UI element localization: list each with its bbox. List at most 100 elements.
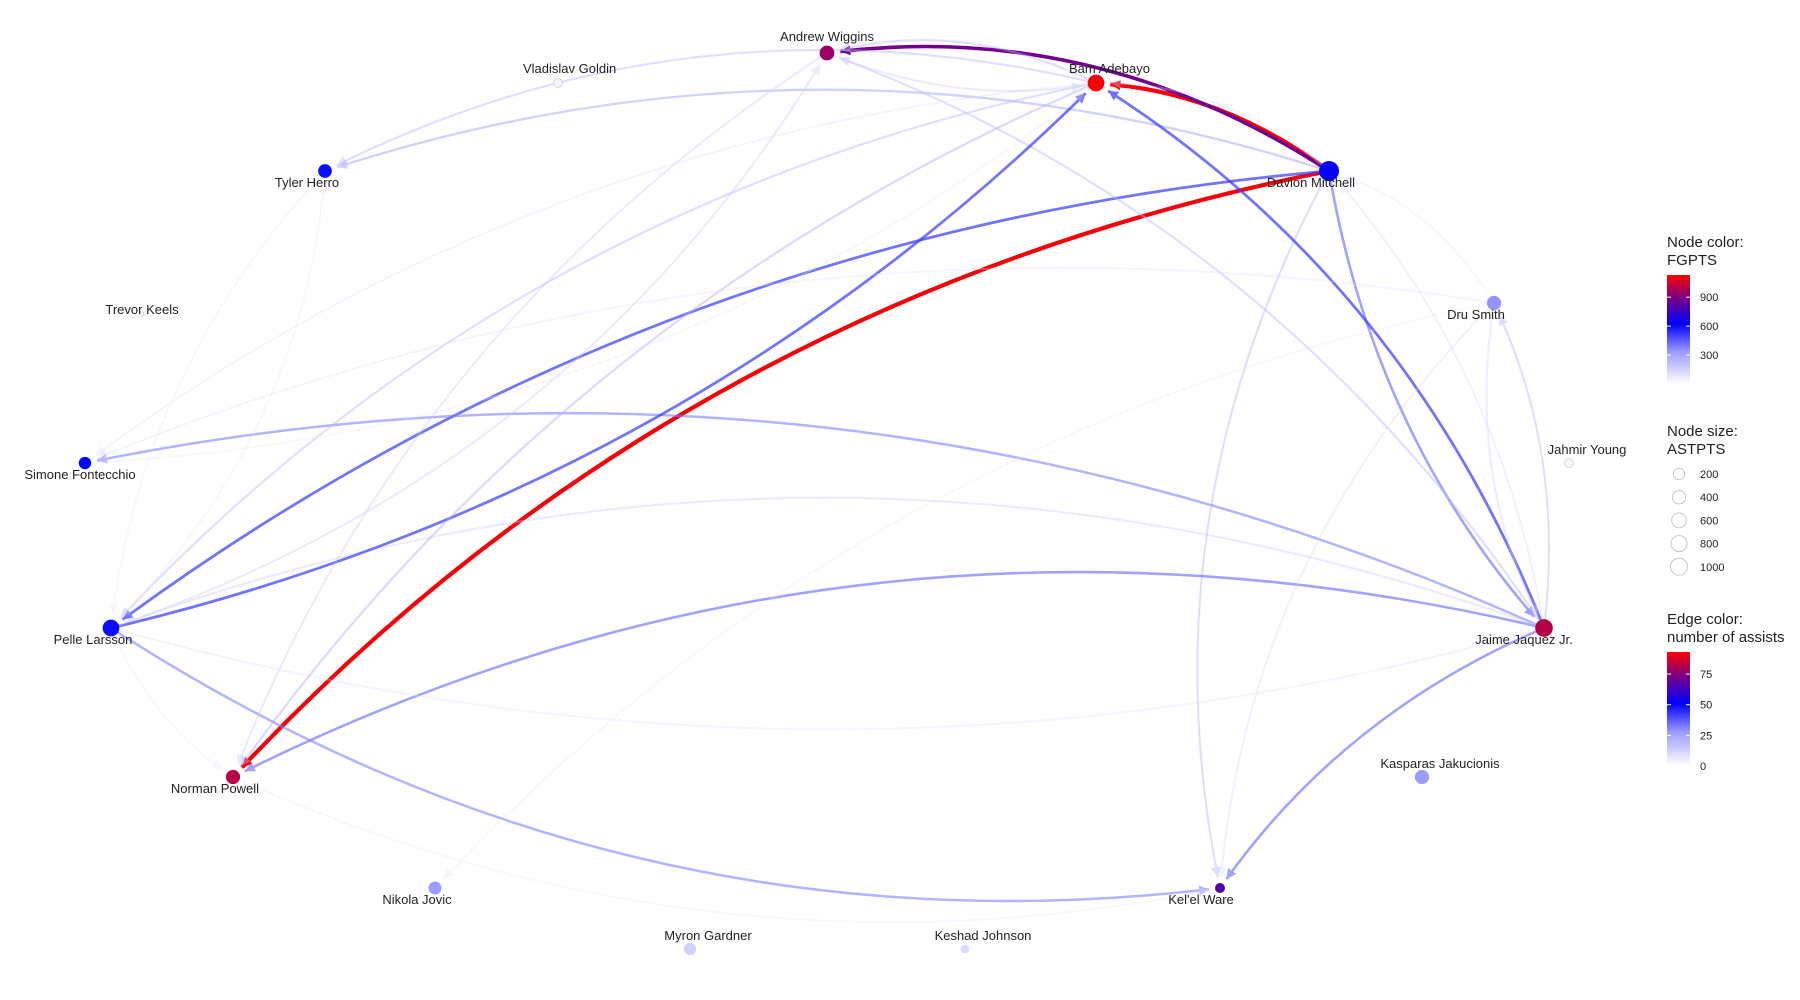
edge-line	[94, 82, 1097, 457]
edge-line	[826, 52, 1082, 92]
node-simone-fontecchio[interactable]	[78, 456, 92, 470]
edge-color-bar	[1667, 652, 1690, 766]
node-color-bar	[1667, 275, 1690, 384]
edge-line	[336, 88, 1330, 173]
edge-line	[839, 56, 1545, 629]
node-trevor-keels[interactable]	[139, 311, 145, 317]
edge-dru-smith-to-nikola-jovic	[442, 302, 1495, 880]
edges-layer	[84, 39, 1550, 924]
node-label-norman-powell: Norman Powell	[171, 781, 259, 796]
edge-norman-powell-to-kel-el-ware	[232, 776, 1210, 924]
edge-line	[839, 39, 1097, 84]
edge-davion-mitchell-to-andrew-wiggins	[840, 44, 1330, 173]
node-color-tick-label: 600	[1700, 321, 1718, 333]
node-size-tick-label: 1000	[1700, 562, 1724, 574]
edge-jaime-jaquez-jr-to-dru-smith	[1498, 314, 1550, 629]
edge-line	[110, 626, 1210, 903]
node-norman-powell[interactable]	[225, 769, 241, 785]
node-myron-gardner[interactable]	[683, 942, 697, 956]
node-kel-el-ware[interactable]	[1215, 883, 1225, 893]
node-color-tick-label: 900	[1700, 292, 1718, 304]
edge-bam-adebayo-to-norman-powell	[239, 81, 1097, 767]
edge-line	[442, 302, 1495, 880]
node-label-tyler-herro: Tyler Herro	[275, 175, 339, 190]
node-jahmir-young[interactable]	[1564, 458, 1574, 468]
node-label-andrew-wiggins: Andrew Wiggins	[780, 29, 874, 44]
node-label-davion-mitchell: Davion Mitchell	[1267, 175, 1355, 190]
edge-line	[121, 169, 1330, 621]
edge-arrowhead	[96, 453, 108, 464]
edge-line	[1225, 626, 1545, 880]
node-label-keshad-johnson: Keshad Johnson	[935, 928, 1032, 943]
edge-pelle-larsson-to-kel-el-ware	[110, 626, 1210, 903]
edge-arrowhead	[840, 42, 851, 53]
edge-bam-adebayo-to-simone-fontecchio	[94, 82, 1097, 457]
edge-davion-mitchell-to-kel-el-ware	[1196, 170, 1330, 878]
edge-bam-adebayo-to-pelle-larsson	[120, 81, 1097, 619]
edge-line	[110, 63, 821, 629]
node-davion-mitchell[interactable]	[1319, 161, 1339, 181]
edge-line	[120, 81, 1097, 619]
edge-arrowhead	[1216, 866, 1227, 878]
node-color-legend-title: Node color:	[1667, 234, 1744, 251]
edge-arrowhead	[443, 868, 455, 879]
edge-line	[84, 91, 1086, 464]
edge-color-legend-subtitle: number of assists	[1667, 629, 1785, 646]
edge-simone-fontecchio-to-bam-adebayo	[84, 91, 1086, 464]
node-kasparas-jakucionis[interactable]	[1414, 769, 1430, 785]
node-bam-adebayo[interactable]	[1087, 74, 1105, 92]
node-label-nikola-jovic: Nikola Jovic	[382, 892, 452, 907]
edge-dru-smith-to-davion-mitchell	[1343, 174, 1495, 304]
edge-arrowhead	[120, 606, 132, 618]
node-size-legend-title: Node size:	[1667, 423, 1738, 440]
edge-line	[1110, 82, 1331, 173]
edge-arrowhead	[244, 762, 256, 772]
edge-jaime-jaquez-jr-to-kel-el-ware	[1225, 626, 1545, 880]
edge-arrowhead	[1339, 183, 1350, 194]
edge-arrowhead	[1075, 93, 1086, 104]
node-tyler-herro[interactable]	[318, 164, 332, 178]
edge-line	[110, 183, 325, 629]
edge-arrowhead	[1344, 174, 1356, 185]
node-size-legend-subtitle: ASTPTS	[1667, 441, 1725, 458]
node-dru-smith[interactable]	[1486, 295, 1502, 311]
edge-jaime-jaquez-jr-to-bam-adebayo	[1107, 89, 1546, 629]
node-color-tick-label: 300	[1700, 350, 1718, 362]
edge-arrowhead	[839, 56, 851, 67]
edge-arrowhead	[1498, 314, 1509, 327]
node-label-kasparas-jakucionis: Kasparas Jakucionis	[1380, 756, 1500, 771]
edge-arrowhead	[317, 183, 328, 195]
edge-bam-adebayo-to-tyler-herro	[336, 48, 1097, 167]
node-color-legend-subtitle: FGPTS	[1667, 252, 1717, 269]
edge-pelle-larsson-to-andrew-wiggins	[110, 63, 821, 629]
edge-arrowhead	[1528, 603, 1538, 615]
edge-line	[110, 92, 1087, 630]
edge-line	[1110, 82, 1330, 172]
edge-line	[1338, 182, 1545, 629]
edge-tyler-herro-to-pelle-larsson	[109, 170, 326, 614]
node-vladislav-goldin[interactable]	[553, 78, 563, 88]
edge-arrowhead	[1226, 868, 1237, 880]
node-size-key-circle	[1670, 557, 1688, 576]
node-label-trevor-keels: Trevor Keels	[105, 302, 179, 317]
edge-arrowhead	[96, 450, 108, 460]
edge-line	[95, 266, 1495, 460]
edge-line	[1485, 302, 1539, 616]
node-pelle-larsson[interactable]	[102, 619, 120, 637]
edge-arrowhead	[336, 156, 348, 166]
node-keshad-johnson[interactable]	[960, 944, 970, 954]
edge-line	[1107, 89, 1546, 629]
node-label-pelle-larsson: Pelle Larsson	[54, 632, 133, 647]
node-size-key-circle	[1671, 512, 1687, 529]
node-size-tick-label: 200	[1700, 469, 1718, 481]
edge-arrowhead	[1071, 81, 1082, 92]
node-nikola-jovic[interactable]	[428, 881, 442, 895]
edge-arrowhead	[840, 45, 851, 56]
node-andrew-wiggins[interactable]	[819, 45, 835, 61]
node-size-tick-label: 600	[1700, 515, 1718, 527]
node-jaime-jaquez-jr[interactable]	[1535, 619, 1553, 637]
edge-color-tick-label: 0	[1700, 761, 1706, 773]
